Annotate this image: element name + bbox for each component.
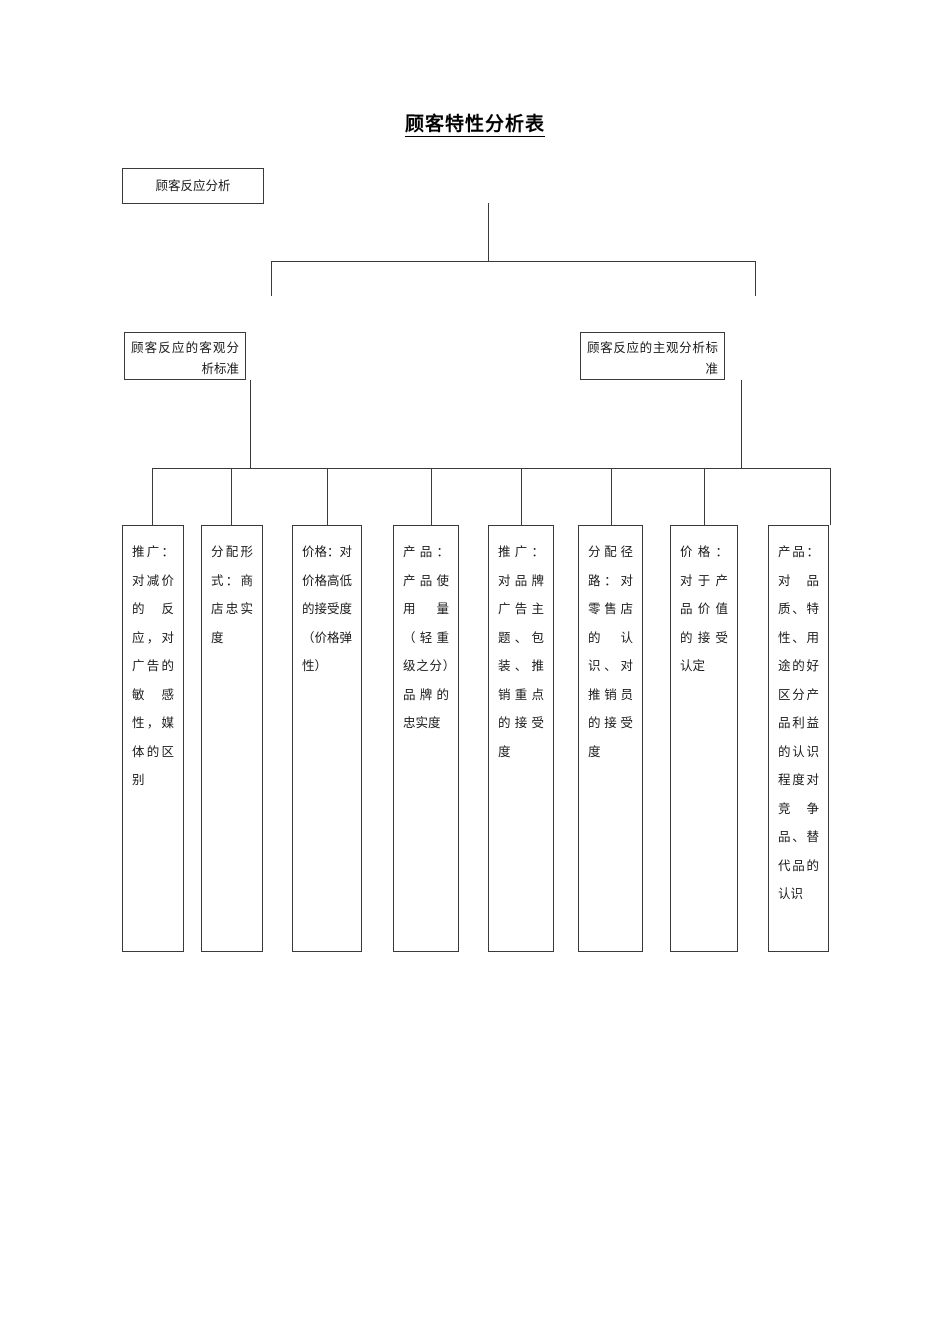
leaf-node-label: 推广：对品牌广告主题、包装、推销重点的接受度 [498,544,544,759]
node-subjective-criteria[interactable]: 顾客反应的主观分析标准 [580,332,725,380]
node-root[interactable]: 顾客反应分析 [122,168,264,204]
connector-level1-bar [271,261,756,262]
node-subjective-criteria-label: 顾客反应的主观分析标准 [587,340,718,376]
leaf-node-label: 价格：对价格高低的接受度（价格弹性） [302,544,353,673]
connector-leaf-drop-8 [830,468,831,525]
leaf-node-distribution-channel[interactable]: 分配径路：对零售店的认识、对推销员的接受度 [578,525,643,952]
leaf-node-label: 分配形式：商店忠实度 [211,544,253,645]
leaf-node-product-quality[interactable]: 产品：对品质、特性、用途的好区分产品利益的认识程度对竞争品、替代品的认识 [768,525,829,952]
connector-leaf-drop-3 [327,468,328,525]
node-root-label: 顾客反应分析 [155,178,231,193]
leaf-node-label: 推广：对减价的反应，对广告的敏感性，媒体的区别 [132,544,174,787]
leaf-node-price-elasticity[interactable]: 价格：对价格高低的接受度（价格弹性） [292,525,362,952]
leaf-node-label: 价格：对于产品价值的接受认定 [680,544,728,673]
connector-root-stem [488,203,489,261]
leaf-node-label: 分配径路：对零售店的认识、对推销员的接受度 [588,544,633,759]
leaf-node-price-value[interactable]: 价格：对于产品价值的接受认定 [670,525,738,952]
connector-leaf-bar [152,468,830,469]
leaf-node-product-usage[interactable]: 产品：产品使用量（轻重级之分）品牌的忠实度 [393,525,459,952]
connector-mid-left-stem [250,380,251,468]
connector-mid-right-stem [741,380,742,468]
leaf-node-label: 产品：对品质、特性、用途的好区分产品利益的认识程度对竞争品、替代品的认识 [778,544,819,901]
connector-leaf-drop-1 [152,468,153,525]
connector-leaf-drop-5 [521,468,522,525]
node-objective-criteria-label: 顾客反应的客观分析标准 [131,340,239,376]
page-title-text: 顾客特性分析表 [404,113,545,137]
node-objective-criteria[interactable]: 顾客反应的客观分析标准 [124,332,246,380]
connector-leaf-drop-6 [611,468,612,525]
leaf-node-label: 产品：产品使用量（轻重级之分）品牌的忠实度 [403,544,449,730]
connector-level1-drop-left [271,261,272,296]
connector-leaf-drop-4 [431,468,432,525]
connector-leaf-drop-2 [231,468,232,525]
connector-level1-drop-right [755,261,756,296]
leaf-node-promotion-objective[interactable]: 推广：对减价的反应，对广告的敏感性，媒体的区别 [122,525,184,952]
leaf-node-distribution-form[interactable]: 分配形式：商店忠实度 [201,525,263,952]
leaf-node-promotion-subjective[interactable]: 推广：对品牌广告主题、包装、推销重点的接受度 [488,525,554,952]
connector-leaf-drop-7 [704,468,705,525]
page-title: 顾客特性分析表 [0,110,950,138]
